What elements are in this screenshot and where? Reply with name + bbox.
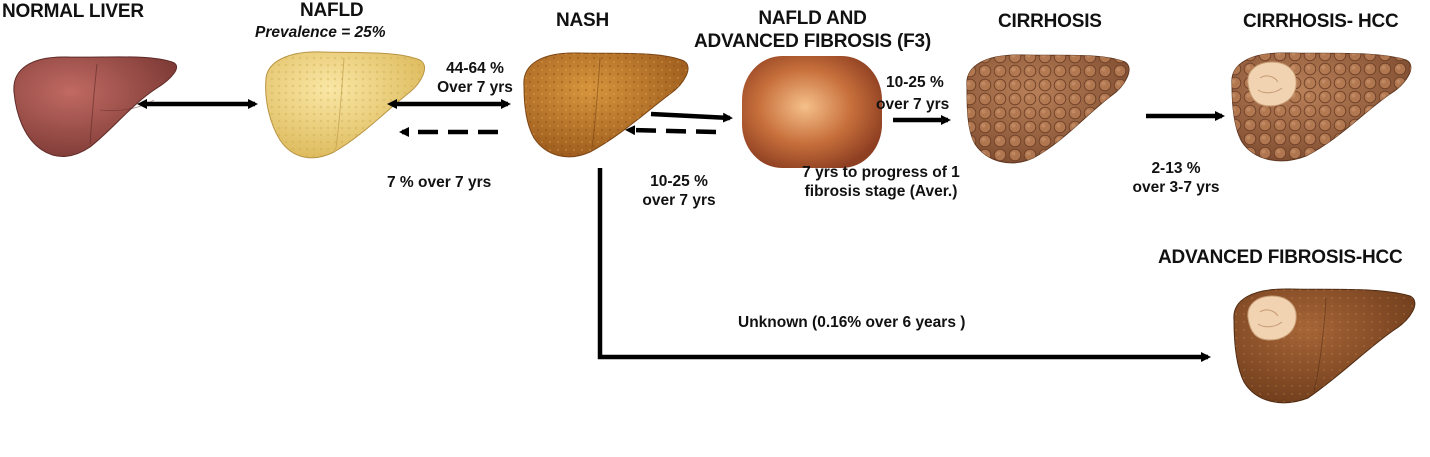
label-nash-to-f3: 10-25 % over 7 yrs bbox=[624, 173, 734, 210]
label-nash-to-f3-line2: over 7 yrs bbox=[642, 191, 716, 209]
label-f3-progress-line1: 7 yrs to progress of 1 bbox=[802, 164, 960, 181]
label-f3-to-cirrhosis-line2: over 7 yrs bbox=[876, 95, 950, 113]
arrow-nash-f3 bbox=[650, 111, 733, 123]
stage-title-nafld-f3-line1: NAFLD AND bbox=[758, 8, 867, 29]
label-nash-to-f3-line1: 10-25 % bbox=[650, 173, 708, 190]
arrow-f3-nash-dashed bbox=[625, 125, 717, 136]
label-nafld-to-nash: 44-64 % Over 7 yrs bbox=[420, 60, 530, 97]
label-nash-to-nafld: 7 % over 7 yrs bbox=[387, 174, 492, 191]
stage-title-normal-liver: NORMAL LIVER bbox=[2, 1, 144, 22]
stage-title-nash: NASH bbox=[556, 10, 610, 31]
stage-prevalence-nafld: Prevalence = 25% bbox=[255, 24, 386, 41]
label-f3-progress-line2: fibrosis stage (Aver.) bbox=[804, 182, 958, 200]
label-cirrhosis-to-hcc: 2-13 % over 3-7 yrs bbox=[1116, 160, 1236, 197]
liver-fibrosis-icon bbox=[742, 56, 882, 168]
liver-fatty-icon bbox=[265, 51, 425, 159]
liver-cirrhosis-hcc-icon bbox=[1231, 52, 1412, 162]
stage-title-cirrhosis-hcc: CIRRHOSIS- HCC bbox=[1243, 11, 1399, 32]
label-cirrhosis-to-hcc-line1: 2-13 % bbox=[1151, 160, 1201, 177]
label-f3-to-cirrhosis-line1: 10-25 % bbox=[886, 74, 944, 91]
label-cirrhosis-to-hcc-line2: over 3-7 yrs bbox=[1132, 178, 1220, 196]
liver-nash-icon bbox=[523, 52, 689, 158]
stage-title-advanced-fibrosis-hcc: ADVANCED FIBROSIS-HCC bbox=[1158, 247, 1403, 268]
label-nafld-to-nash-line2: Over 7 yrs bbox=[437, 78, 513, 96]
stage-title-cirrhosis: CIRRHOSIS bbox=[998, 11, 1102, 32]
liver-fibrosis-hcc-icon bbox=[1233, 288, 1416, 404]
liver-normal-icon bbox=[13, 56, 178, 157]
liver-cirrhosis-icon bbox=[966, 54, 1130, 164]
label-nash-to-fibrosis-hcc: Unknown (0.16% over 6 years ) bbox=[738, 314, 966, 331]
label-nafld-to-nash-line1: 44-64 % bbox=[446, 60, 504, 77]
label-f3-to-cirrhosis: 10-25 % over 7 yrs bbox=[876, 72, 949, 115]
arrows bbox=[137, 99, 1225, 362]
arrow-nash-fibrosis-hcc bbox=[597, 168, 1211, 362]
stage-title-nafld-f3: NAFLD AND ADVANCED FIBROSIS (F3) bbox=[680, 8, 945, 54]
stage-title-nafld-f3-line2: ADVANCED FIBROSIS (F3) bbox=[694, 30, 931, 52]
stage-title-nafld: NAFLD bbox=[300, 0, 364, 21]
label-f3-progress: 7 yrs to progress of 1 fibrosis stage (A… bbox=[776, 164, 986, 201]
